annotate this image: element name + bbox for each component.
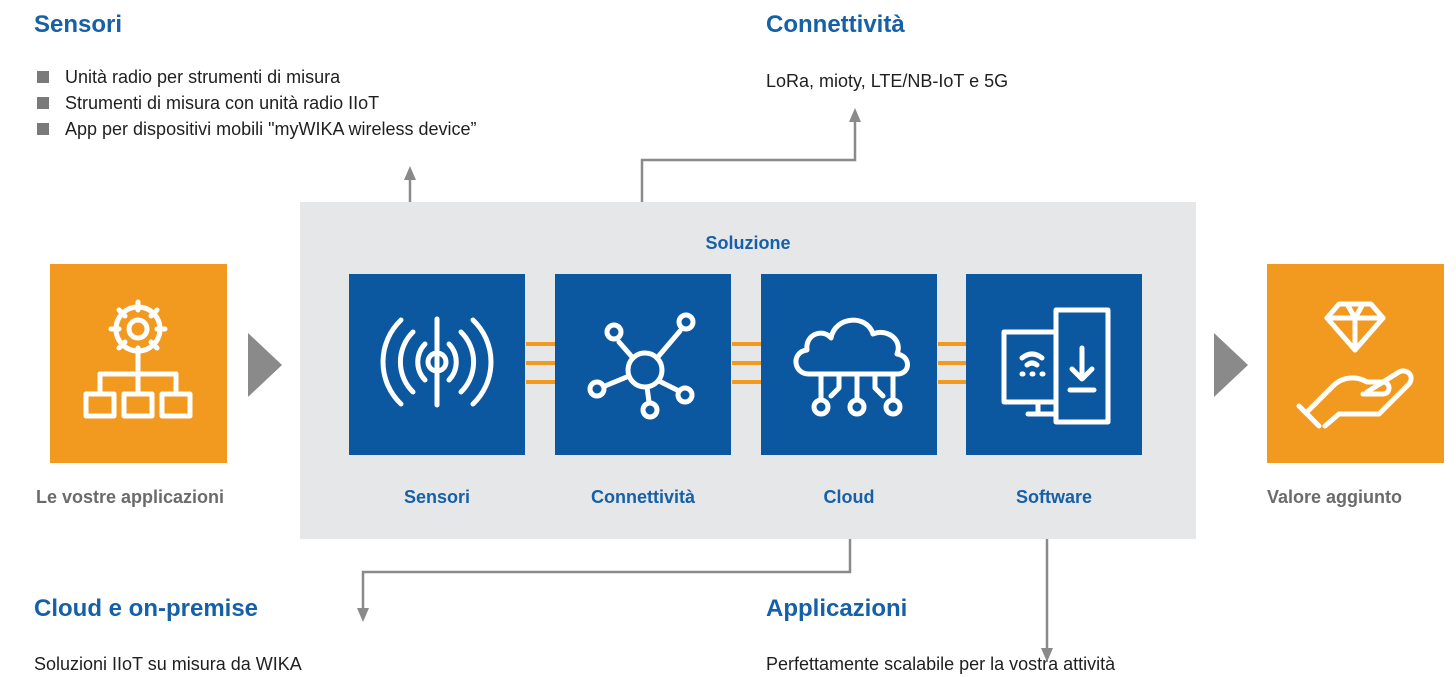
tile-connettivita (555, 274, 731, 455)
connettivita-text: LoRa, mioty, LTE/NB-IoT e 5G (766, 71, 1009, 91)
devices-download-icon (1001, 307, 1111, 425)
value-block (1267, 264, 1444, 463)
chevron-right-icon (1214, 333, 1248, 397)
tile-connector (938, 342, 967, 346)
network-hub-icon (587, 312, 696, 420)
sensori-list-item: Strumenti di misura con unità radio IIoT (34, 90, 554, 116)
tile-connector (526, 361, 555, 365)
diamond-hand-icon (1296, 301, 1414, 429)
tile-connector (732, 361, 761, 365)
cloud-heading: Cloud e on-premise (34, 595, 259, 622)
connettivita-heading: Connettività (766, 11, 905, 38)
tile-connector (732, 342, 761, 346)
arrow-down-icon (1041, 648, 1053, 662)
cloud-icon (793, 317, 910, 417)
bullet-square-icon (37, 97, 49, 109)
tile-sensori (349, 274, 525, 455)
sensori-list: Unità radio per strumenti di misura Stru… (34, 64, 554, 142)
arrow-down-icon (357, 608, 369, 622)
applications-label: Le vostre applicazioni (36, 487, 225, 507)
arrow-up-icon (849, 108, 861, 122)
tile-label-cloud: Cloud (823, 487, 875, 507)
bullet-square-icon (37, 123, 49, 135)
sensori-list-item: App per dispositivi mobili "myWIKA wirel… (34, 116, 554, 142)
arrow-up-icon (404, 166, 416, 180)
tile-connector (526, 342, 555, 346)
applicazioni-heading: Applicazioni (766, 595, 908, 622)
sensori-item-text: App per dispositivi mobili "myWIKA wirel… (65, 119, 477, 139)
tile-software (966, 274, 1142, 455)
gear-hierarchy-icon (83, 299, 193, 419)
sensori-item-text: Strumenti di misura con unità radio IIoT (65, 93, 380, 113)
chevron-right-icon (248, 333, 282, 397)
solution-title: Soluzione (705, 233, 791, 253)
tile-connector (732, 380, 761, 384)
tile-label-connettivita: Connettività (590, 487, 695, 507)
radio-wave-icon (380, 316, 494, 408)
cloud-text: Soluzioni IIoT su misura da WIKA (34, 654, 302, 674)
sensori-list-item: Unità radio per strumenti di misura (34, 64, 554, 90)
tile-cloud (761, 274, 937, 455)
sensori-heading: Sensori (34, 11, 123, 38)
tile-connector (938, 361, 967, 365)
bullet-square-icon (37, 71, 49, 83)
tile-connector (938, 380, 967, 384)
tile-label-software: Software (1015, 487, 1093, 507)
tile-connector (526, 380, 555, 384)
applications-block (50, 264, 227, 463)
tile-label-sensori: Sensori (403, 487, 471, 507)
value-label: Valore aggiunto (1267, 487, 1403, 507)
applicazioni-text: Perfettamente scalabile per la vostra at… (766, 654, 1116, 674)
sensori-item-text: Unità radio per strumenti di misura (65, 67, 341, 87)
